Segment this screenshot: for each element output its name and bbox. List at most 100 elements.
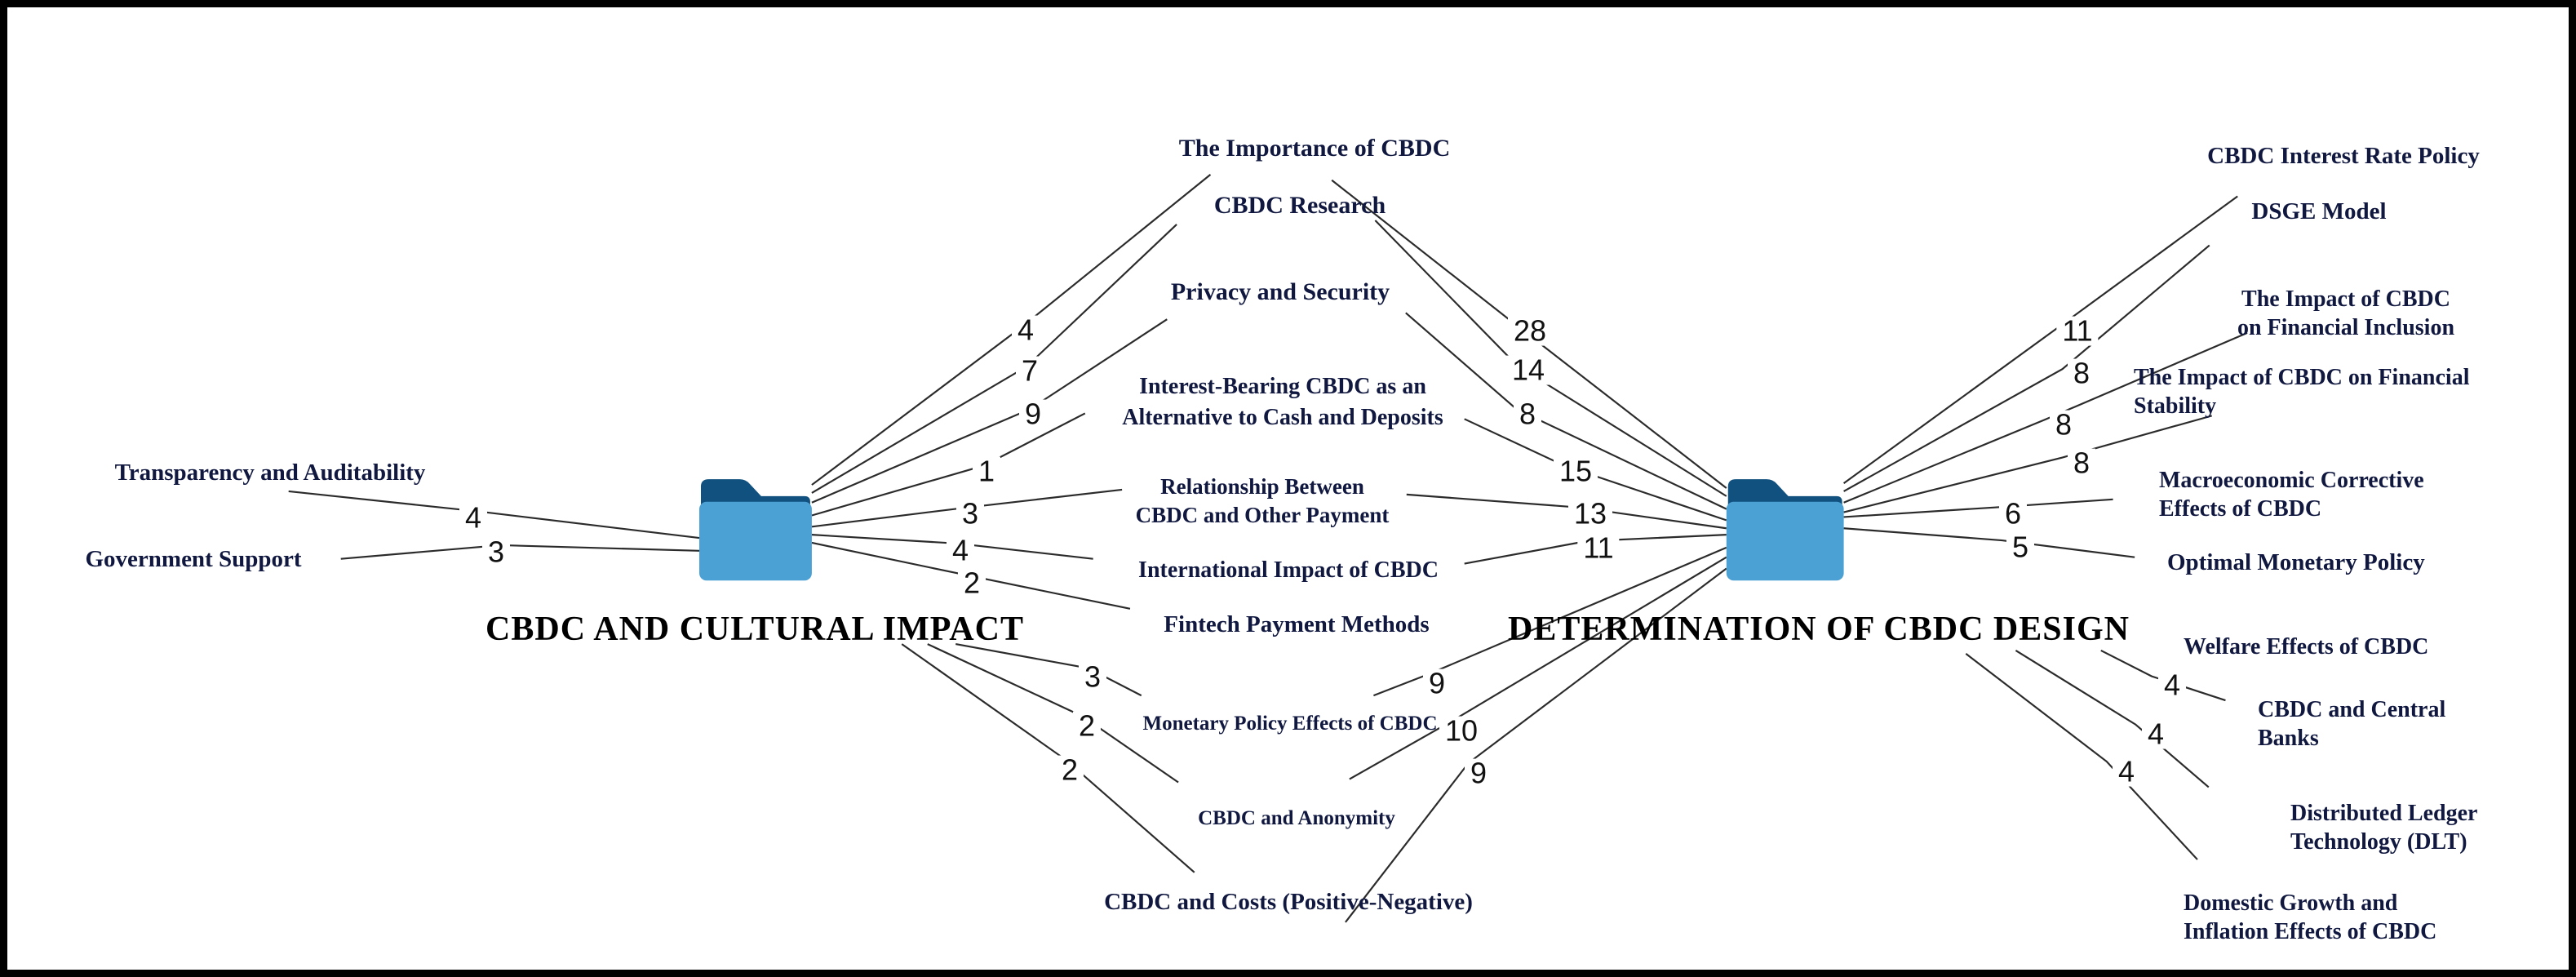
folder-icon-design	[1726, 479, 1844, 581]
topic-label-line: CBDC Interest Rate Policy	[2207, 143, 2480, 169]
edge-line-design-domestic	[1965, 653, 2198, 860]
edge-weight-cultural-interest_bearing: 1	[972, 456, 1001, 486]
topic-label-line: International Impact of CBDC	[1138, 557, 1439, 583]
topic-label-research: CBDC Research	[1214, 192, 1386, 220]
topic-label-line: CBDC and Central	[2258, 697, 2446, 722]
edge-weight-cultural-anonymity: 2	[1072, 711, 1102, 741]
edge-weight-importance-design: 28	[1507, 316, 1553, 346]
edge-weight-design-stability: 8	[2067, 448, 2096, 478]
edge-weight-government-cultural: 3	[481, 537, 511, 567]
edge-line-research-design	[1374, 220, 1727, 497]
edge-weight-cultural-research: 7	[1015, 356, 1044, 386]
cluster-title-cultural: CBDC AND CULTURAL IMPACT	[485, 611, 1024, 648]
edge-line-design-macro	[1843, 498, 2113, 518]
topic-label-line: Privacy and Security	[1170, 278, 1390, 305]
edge-weight-monetary-design: 9	[1422, 668, 1452, 699]
topic-label-line: Inflation Effects of CBDC	[2184, 919, 2437, 944]
edge-weight-transparency-cultural: 4	[459, 503, 488, 533]
edge-weight-design-macro: 6	[1998, 499, 2028, 529]
topic-label-line: CBDC and Other Payment	[1135, 503, 1390, 527]
edge-line-cultural-costs	[901, 643, 1195, 873]
edge-line-design-dlt	[2015, 650, 2210, 788]
folder-icon-cultural	[699, 479, 812, 581]
topic-label-line: Technology (DLT)	[2290, 829, 2467, 855]
edge-line-cultural-anonymity	[927, 643, 1179, 784]
edge-weight-design-domestic: 4	[2112, 757, 2141, 787]
topic-label-line: Banks	[2258, 726, 2319, 751]
topic-label-monetary: Monetary Policy Effects of CBDC	[1142, 713, 1437, 735]
edge-weight-cultural-privacy: 9	[1018, 399, 1048, 429]
topic-label-line: Fintech Payment Methods	[1164, 611, 1430, 637]
edge-weight-international-design: 11	[1577, 533, 1620, 563]
topic-label-line: Monetary Policy Effects of CBDC	[1142, 713, 1438, 735]
topic-label-privacy: Privacy and Security	[1171, 278, 1390, 306]
topic-label-line: Optimal Monetary Policy	[2167, 549, 2425, 575]
edge-line-anonymity-design	[1349, 556, 1727, 780]
topic-label-line: Domestic Growth and	[2184, 890, 2398, 916]
edge-line-cultural-research	[811, 224, 1177, 494]
cluster-title-design: DETERMINATION OF CBDC DESIGN	[1508, 611, 2130, 648]
topic-label-line: Interest-Bearing CBDC as an	[1139, 374, 1426, 399]
edge-weight-cultural-relationship: 3	[955, 499, 985, 529]
topic-label-line: on Financial Inclusion	[2237, 315, 2455, 340]
topic-label-interest_bearing: Interest-Bearing CBDC as an Alternative t…	[1122, 371, 1443, 433]
edge-weight-cultural-importance: 4	[1011, 315, 1040, 345]
edge-line-design-central_banks	[2100, 650, 2226, 702]
edge-line-design-inclusion	[1843, 331, 2248, 504]
topic-label-line: CBDC and Costs (Positive-Negative)	[1104, 889, 1473, 915]
edge-weight-cultural-costs: 2	[1055, 755, 1084, 785]
edge-weight-privacy-design: 8	[1513, 399, 1542, 429]
edge-weight-anonymity-design: 10	[1439, 716, 1484, 746]
edge-line-transparency-cultural	[288, 490, 700, 540]
edge-weight-relationship-design: 13	[1567, 499, 1613, 529]
topic-label-interest_rate: CBDC Interest Rate Policy	[2207, 143, 2480, 170]
topic-label-line: The Importance of CBDC	[1178, 135, 1451, 162]
edge-line-government-cultural	[340, 544, 700, 560]
topic-label-dsge: DSGE Model	[2251, 198, 2386, 225]
topic-label-importance: The Importance of CBDC	[1179, 135, 1450, 162]
topic-label-welfare: Welfare Effects of CBDC	[2184, 634, 2428, 660]
topic-label-optimal: Optimal Monetary Policy	[2167, 549, 2425, 576]
topic-label-line: Distributed Ledger	[2290, 801, 2478, 826]
topic-label-fintech: Fintech Payment Methods	[1164, 611, 1429, 638]
topic-label-line: Welfare Effects of CBDC	[2184, 634, 2429, 659]
edge-line-design-stability	[1843, 415, 2213, 513]
edge-weight-design-inclusion: 8	[2049, 410, 2078, 440]
edge-weight-design-central_banks: 4	[2157, 670, 2187, 700]
edge-weight-cultural-monetary: 3	[1078, 662, 1107, 692]
edge-weight-interest_bearing-design: 15	[1553, 456, 1598, 486]
topic-label-transparency: Transparency and Auditability	[115, 460, 426, 486]
edge-weight-design-dsge: 8	[2067, 358, 2096, 389]
topic-label-government: Government Support	[85, 546, 301, 573]
edge-line-design-optimal	[1843, 527, 2135, 558]
topic-label-line: CBDC and Anonymity	[1198, 807, 1395, 829]
topic-label-international: International Impact of CBDC	[1138, 557, 1439, 584]
edge-line-relationship-design	[1406, 493, 1727, 530]
topic-label-inclusion: The Impact of CBDC on Financial Inclusion	[2237, 285, 2454, 342]
topic-label-line: The Impact of CBDC on Financial	[2134, 365, 2470, 390]
edge-weight-design-optimal: 5	[2006, 532, 2035, 562]
topic-label-line: CBDC Research	[1213, 192, 1386, 219]
edge-weight-costs-design: 9	[1464, 758, 1493, 788]
topic-label-line: Stability	[2134, 393, 2217, 419]
topic-label-line: DSGE Model	[2251, 198, 2387, 224]
topic-label-line: Government Support	[85, 546, 302, 572]
edge-weight-cultural-international: 4	[946, 535, 975, 566]
edge-weight-cultural-fintech: 2	[957, 568, 987, 598]
edge-line-design-interest_rate	[1842, 195, 2238, 484]
topic-label-anonymity: CBDC and Anonymity	[1198, 807, 1395, 830]
topic-label-line: The Impact of CBDC	[2241, 286, 2450, 312]
edge-line-design-dsge	[1843, 244, 2210, 492]
topic-label-line: Transparency and Auditability	[114, 460, 426, 486]
topic-label-line: Effects of CBDC	[2159, 496, 2322, 522]
topic-label-line: Macroeconomic Corrective	[2159, 468, 2424, 493]
edge-weight-design-interest_rate: 11	[2056, 316, 2099, 346]
edge-weight-design-dlt: 4	[2141, 719, 2170, 749]
topic-label-line: Alternative to Cash and Deposits	[1122, 405, 1443, 430]
